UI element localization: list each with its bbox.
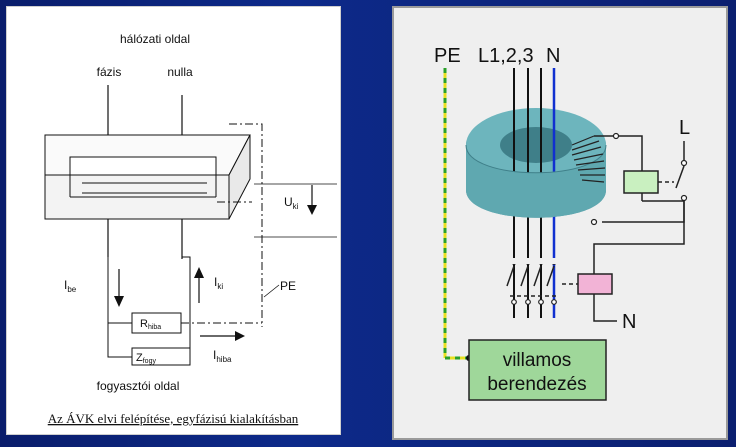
- sense-winding-lead: [229, 123, 263, 262]
- output-current-arrow-icon: [194, 267, 204, 278]
- equipment-label-line1: villamos: [503, 350, 572, 371]
- output-current-label: Iki: [214, 275, 223, 291]
- electrical-equipment-box: [468, 339, 607, 401]
- pe-conductor-label: PE: [434, 45, 461, 67]
- figure-caption: Az ÁVK elvi felépítése, egyfázisú kialak…: [48, 411, 299, 426]
- voltage-arrow-icon: [307, 205, 317, 215]
- equipment-label-line2: berendezés: [487, 374, 586, 395]
- pe-label: PE: [280, 279, 296, 293]
- relay-contact: [675, 165, 685, 189]
- fault-current-label: Ihiba: [213, 348, 232, 364]
- phase-lines-label: L1,2,3: [478, 45, 534, 67]
- load-impedance: [131, 347, 191, 366]
- consumer-side-label: fogyasztói oldal: [97, 379, 180, 393]
- neutral-label: N: [546, 45, 560, 67]
- trip-coil: [577, 273, 613, 295]
- fault-current-arrow-icon: [235, 331, 245, 341]
- sense-relay: [623, 170, 659, 194]
- n-return-label: N: [622, 311, 636, 333]
- grid-side-label: hálózati oldal: [120, 32, 190, 46]
- right-diagram-panel: PE L1,2,3 N: [392, 6, 728, 440]
- rcd-three-phase-diagram: PE L1,2,3 N: [434, 45, 690, 401]
- transformer-core: [44, 134, 251, 220]
- load-impedance-label: Zfogy: [136, 352, 156, 365]
- l-supply-label: L: [679, 117, 690, 139]
- input-current-arrow-icon: [114, 296, 124, 307]
- rcd-principle-diagram: hálózati oldal fázis nulla Uki Ibe: [44, 32, 337, 426]
- toroid-winding: [571, 135, 606, 183]
- main-contacts: [506, 265, 559, 297]
- output-voltage-label: Uki: [284, 195, 299, 211]
- fault-resistor-label: Rhiba: [140, 318, 161, 331]
- neutral-label: nulla: [167, 65, 193, 79]
- fault-resistor: [131, 312, 182, 334]
- left-diagram-panel: hálózati oldal fázis nulla Uki Ibe: [6, 6, 341, 435]
- phase-label: fázis: [97, 65, 122, 79]
- input-current-label: Ibe: [64, 278, 77, 294]
